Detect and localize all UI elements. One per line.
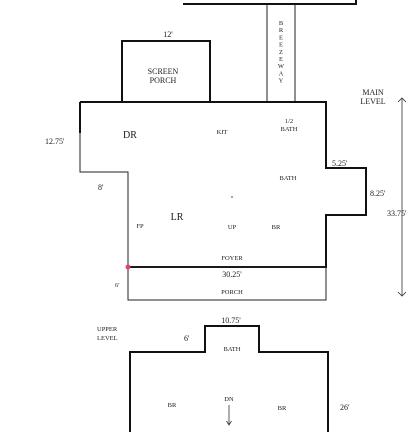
top-structure-edge (183, 0, 357, 5)
room-half-bath-2: BATH (281, 126, 298, 133)
overall-depth-dimension (397, 97, 407, 297)
room-bath: BATH (280, 175, 297, 182)
breezeway-letter: B (279, 20, 284, 27)
center-dot (231, 196, 233, 198)
room-lr: LR (171, 212, 184, 223)
breezeway-letter: Y (279, 78, 284, 85)
upper-level-outline (129, 325, 329, 432)
dim-foyer-width: 30.25' (222, 270, 242, 279)
breezeway-letter: R (279, 27, 284, 34)
upper-top-width: 10.75' (221, 316, 241, 325)
breezeway-letter: A (279, 70, 284, 77)
upper-room-br-left: BR (168, 402, 177, 409)
dim-right-notch-top: 5.25' (332, 159, 348, 168)
dim-left-mid: 8' (98, 183, 104, 192)
stair-down-arrow (226, 405, 232, 426)
upper-level-label-1: UPPER (97, 326, 118, 333)
room-up: UP (228, 224, 237, 231)
dim-overall-depth: 33.75' (387, 209, 407, 218)
screen-porch-width: 12' (163, 30, 173, 39)
dim-porch-depth: 6' (115, 282, 119, 289)
screen-porch-label-1: SCREEN (148, 67, 179, 76)
dim-right-notch-side: 8.25' (370, 189, 386, 198)
room-kit: KIT (217, 129, 228, 136)
room-br: BR (272, 224, 281, 231)
main-level-label-1: MAIN (362, 88, 384, 97)
main-left-wall (79, 133, 327, 301)
upper-level-label-2: LEVEL (97, 335, 118, 342)
room-fp: FP (136, 223, 144, 230)
upper-room-dn: DN (224, 396, 234, 403)
dim-left-top: 12.75' (45, 137, 65, 146)
upper-left-step: 6' (184, 334, 190, 343)
screen-porch: 12' SCREEN PORCH (121, 30, 211, 102)
breezeway-letter: W (278, 63, 285, 70)
main-level-outline (79, 101, 367, 268)
breezeway-letter: E (279, 42, 283, 49)
room-dr: DR (123, 130, 137, 141)
breezeway-letter: E (279, 56, 283, 63)
screen-porch-label-2: PORCH (150, 76, 177, 85)
room-porch: PORCH (221, 289, 243, 296)
main-level-label-2: LEVEL (360, 97, 385, 106)
foyer-marker (125, 264, 131, 270)
room-foyer: FOYER (221, 255, 243, 262)
upper-room-br-right: BR (278, 405, 287, 412)
breezeway-letter: Z (279, 49, 283, 56)
upper-depth: 26' (340, 403, 350, 412)
room-half-bath-1: 1/2 (285, 118, 293, 125)
breezeway-letter: E (279, 34, 283, 41)
upper-room-bath: BATH (224, 346, 241, 353)
